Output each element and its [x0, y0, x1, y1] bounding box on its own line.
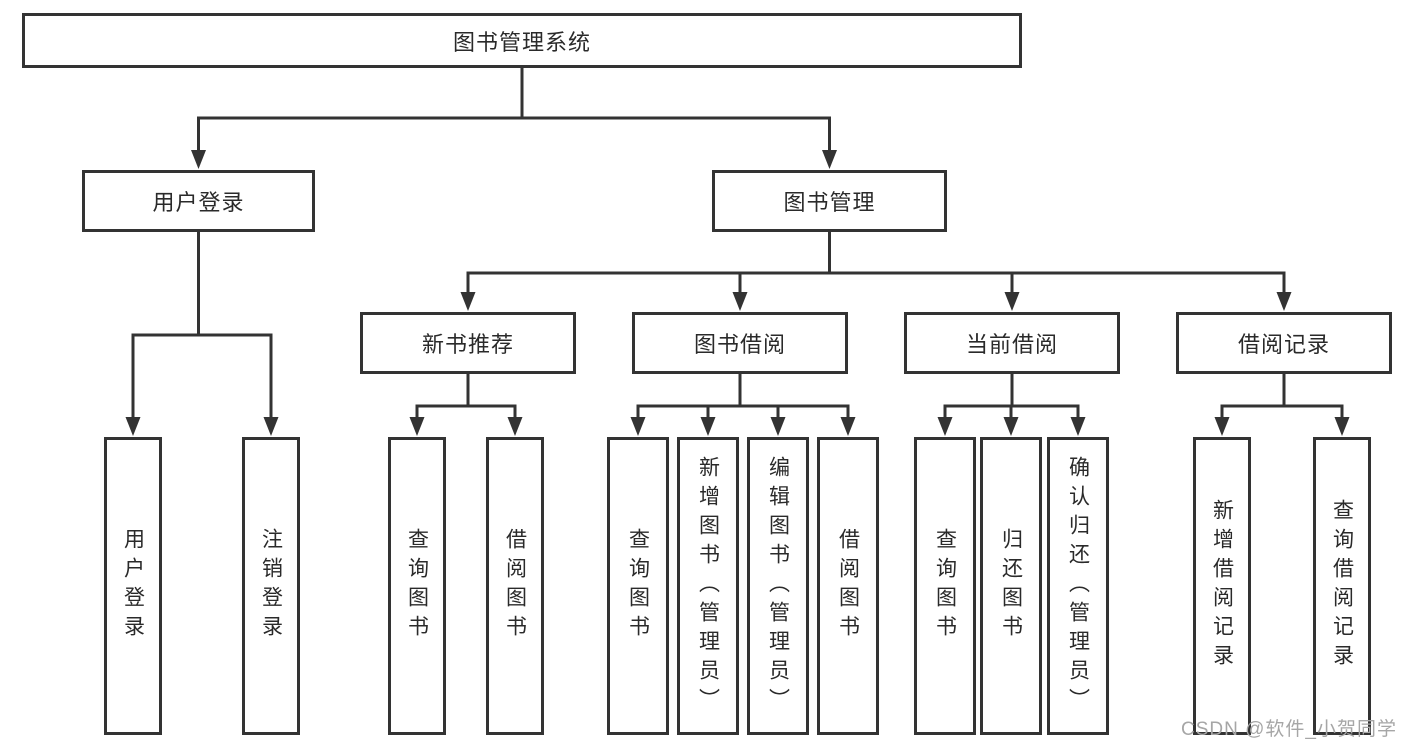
- node-label: 图书管理: [783, 190, 876, 215]
- arrowhead: [1334, 417, 1350, 436]
- connector-root-to-level2: [197, 66, 831, 154]
- leaf-label: 新增借阅记录: [1210, 499, 1234, 673]
- watermark: CSDN @软件_小贺同学: [1181, 714, 1397, 741]
- arrowhead: [1070, 417, 1086, 436]
- node-label: 图书管理系统: [452, 29, 591, 55]
- connector-bookmgmt-to-level3: [466, 230, 1286, 297]
- node-current-borrow: 当前借阅: [904, 312, 1120, 374]
- connector-userlogin-to-leaves: [131, 230, 273, 422]
- arrowhead: [1276, 292, 1292, 311]
- leaf-label: 用户登录: [121, 528, 145, 644]
- node-label: 新书推荐: [421, 332, 514, 357]
- leaf-label: 借阅图书: [836, 528, 860, 644]
- leaf-label: 查询图书: [626, 528, 650, 644]
- leaf-add-book-admin: 新增图书（管理员）: [677, 437, 739, 735]
- leaf-label: 确认归还（管理员）: [1066, 455, 1090, 717]
- arrowhead: [409, 417, 425, 436]
- leaf-label: 注销登录: [259, 528, 283, 644]
- leaf-query-books-current: 查询图书: [914, 437, 976, 735]
- arrowhead: [937, 417, 953, 436]
- leaf-add-borrow-record: 新增借阅记录: [1193, 437, 1251, 735]
- leaf-label: 查询借阅记录: [1330, 499, 1354, 673]
- node-library-system: 图书管理系统: [22, 13, 1022, 68]
- arrowhead: [840, 417, 856, 436]
- arrowhead: [1214, 417, 1230, 436]
- node-label: 图书借阅: [693, 332, 786, 357]
- arrowhead: [630, 417, 646, 436]
- leaf-label: 新增图书（管理员）: [696, 455, 720, 717]
- arrowhead: [191, 150, 206, 169]
- leaf-query-books-borrow: 查询图书: [607, 437, 669, 735]
- leaf-logout: 注销登录: [242, 437, 300, 735]
- arrowhead: [822, 150, 837, 169]
- arrowhead: [700, 417, 716, 436]
- leaf-label: 编辑图书（管理员）: [766, 455, 790, 717]
- arrowhead: [1004, 292, 1020, 311]
- arrowhead: [770, 417, 786, 436]
- leaf-borrow-books: 借阅图书: [817, 437, 879, 735]
- leaf-query-books-recommend: 查询图书: [388, 437, 446, 735]
- arrowhead: [507, 417, 523, 436]
- connector-bookborrow-to-leaves: [636, 372, 850, 422]
- leaf-label: 查询图书: [933, 528, 957, 644]
- node-label: 用户登录: [152, 190, 245, 215]
- node-book-borrow: 图书借阅: [632, 312, 848, 374]
- node-user-login: 用户登录: [82, 170, 315, 232]
- leaf-label: 查询图书: [405, 528, 429, 644]
- arrowhead: [125, 417, 141, 436]
- leaf-label: 归还图书: [999, 528, 1023, 644]
- connector-currentborrow-to-leaves: [943, 372, 1080, 422]
- leaf-query-borrow-record: 查询借阅记录: [1313, 437, 1371, 735]
- arrowhead: [263, 417, 279, 436]
- node-book-management: 图书管理: [712, 170, 947, 232]
- node-new-book-recommend: 新书推荐: [360, 312, 576, 374]
- leaf-confirm-return-admin: 确认归还（管理员）: [1047, 437, 1109, 735]
- connector-newbook-to-leaves: [415, 372, 517, 422]
- connector-borrowrecords-to-leaves: [1220, 372, 1344, 422]
- node-borrow-records: 借阅记录: [1176, 312, 1392, 374]
- leaf-return-book: 归还图书: [980, 437, 1042, 735]
- leaf-label: 借阅图书: [503, 528, 527, 644]
- leaf-edit-book-admin: 编辑图书（管理员）: [747, 437, 809, 735]
- arrowhead: [1003, 417, 1019, 436]
- leaf-user-login: 用户登录: [104, 437, 162, 735]
- arrowhead: [460, 292, 476, 311]
- leaf-borrow-books-recommend: 借阅图书: [486, 437, 544, 735]
- node-label: 当前借阅: [965, 332, 1058, 357]
- watermark-text: CSDN @软件_小贺同学: [1181, 719, 1397, 740]
- node-label: 借阅记录: [1237, 332, 1330, 357]
- arrowhead: [732, 292, 748, 311]
